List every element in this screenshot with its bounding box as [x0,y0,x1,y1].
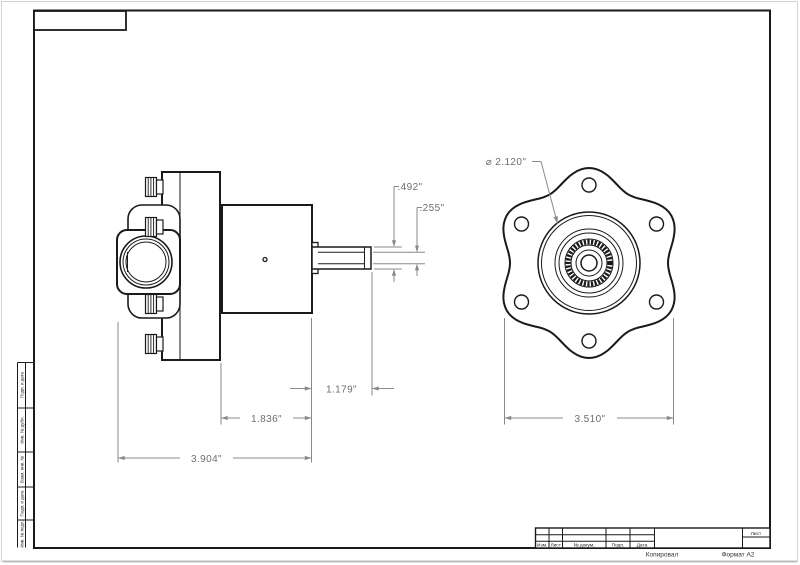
dimensions: ⌀ 2.120" .492" .255" 1.179" [117,157,674,465]
titleblock-col-podp: Подп. [612,542,625,548]
flange-outline [502,166,676,360]
pilot-and-hub [537,211,641,315]
drawing-border [33,9,771,549]
dim-label: ⌀ 2.120" [486,157,527,168]
body-center-mark [262,256,268,263]
footer-format-label: Формат А2 [722,552,755,559]
socket-screws [144,176,164,355]
dim-label: 1.836" [251,414,282,425]
margin-strip: Подп. и дата Инв. № дубл. Взам. инв. № П… [17,362,34,548]
dim-label: 3.904" [191,454,222,465]
titleblock-col-data: Дата [637,542,648,548]
screw-icon [144,176,164,198]
corner-stamp-box [33,10,127,31]
margin-cell-label: Подп. и дата [20,372,25,398]
dim-overall-length: 3.904" [118,454,312,465]
margin-cell-label: Инв. № дубл. [20,416,25,443]
dim-label: 3.510" [575,414,606,425]
footer-copied-label: Копировал [646,552,679,559]
dim-shaft-major: .492" [391,182,422,282]
screw-icon [144,216,164,238]
pilot-circle [537,211,641,315]
spline-ring [565,239,613,287]
screw-icon [144,293,164,315]
dim-body-length: 1.836" [221,414,312,425]
dim-pilot-diameter: ⌀ 2.120" [486,157,558,224]
dim-flange-width: 3.510" [504,414,674,425]
dim-shaft-minor: .255" [414,203,444,276]
front-view [502,166,676,360]
margin-cell-label: Инв. № подл. [20,520,25,547]
titleblock-col-izm: Изм. [537,542,547,548]
margin-cell-label: Взам. инв. № [20,456,25,483]
dim-shaft-length: 1.179" [290,385,394,396]
shaft-bore [580,254,598,272]
title-block: Изм. Лист № докум. Подп. Дата Лист Копир… [534,527,771,559]
titleblock-col-docnum: № докум. [573,542,594,548]
dim-label: .492" [397,182,422,193]
flange-bolt-holes [513,177,665,349]
titleblock-col-list: Лист [550,542,561,548]
titleblock-sheet-label: Лист [751,531,762,537]
side-view [116,171,372,361]
screw-icon [144,333,164,355]
dim-label: 1.179" [326,385,357,396]
drive-shaft [311,241,372,275]
margin-cell-label: Подп. и дата [20,490,25,516]
dim-label: .255" [419,203,444,214]
